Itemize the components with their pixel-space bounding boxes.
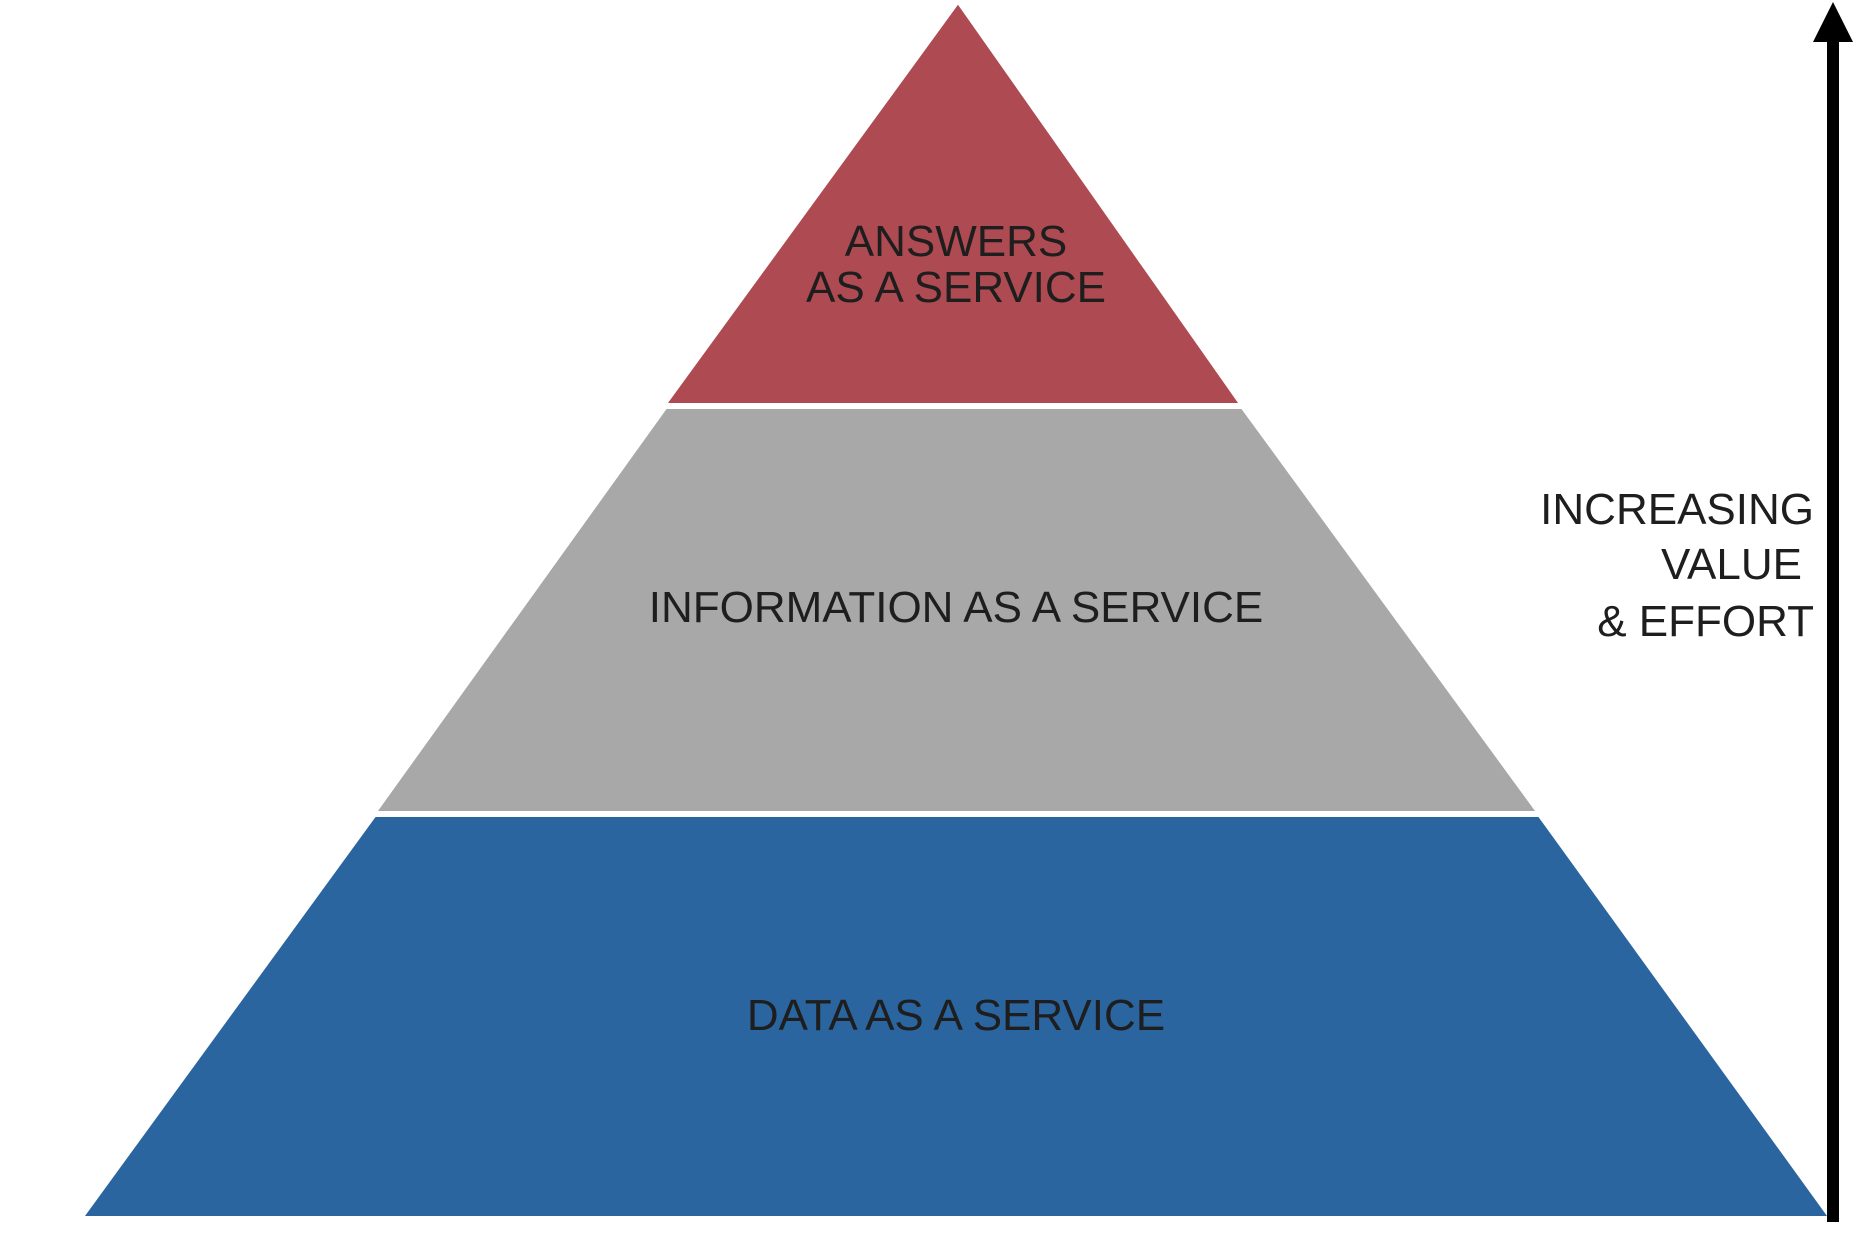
tier-answers-shape (664, 1, 1242, 405)
axis-label-line-2: VALUE (1661, 540, 1802, 589)
tier-answers-label-line-1: ANSWERS (845, 217, 1067, 266)
tier-answers-label-line-2: AS A SERVICE (806, 263, 1106, 312)
axis-label-line-3: & EFFORT (1597, 597, 1814, 646)
arrow-up-icon (1813, 2, 1853, 42)
axis-label-line-1: INCREASING (1540, 485, 1814, 534)
tier-data-label: DATA AS A SERVICE (747, 991, 1165, 1040)
tier-information-shape (374, 407, 1539, 813)
tier-information-label: INFORMATION AS A SERVICE (649, 583, 1264, 632)
